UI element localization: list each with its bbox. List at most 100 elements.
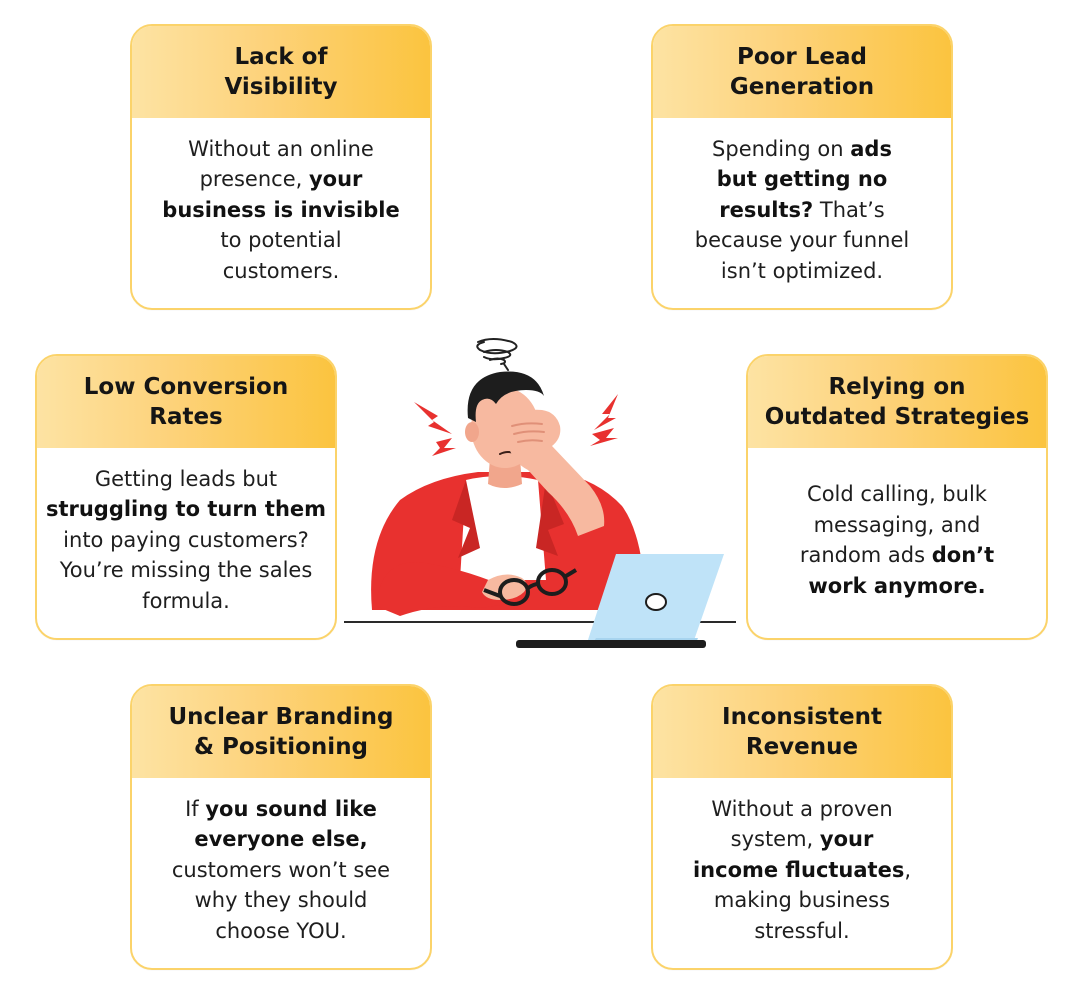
- body-text: customers.: [222, 258, 340, 283]
- glasses-icon: [483, 568, 578, 606]
- body-text: because your funnel: [694, 228, 910, 253]
- card-body-line: making business: [714, 885, 890, 916]
- card-title-line: Generation: [729, 74, 875, 100]
- emphasis-text: everyone else,: [194, 827, 368, 852]
- emphasis-text: struggling to turn them: [45, 497, 327, 522]
- card-body-line: Without a proven: [711, 794, 892, 825]
- stress-mark-left-icon: [414, 402, 456, 456]
- card-title-line: Unclear Branding: [168, 704, 394, 730]
- card-title-line: Outdated Strategies: [764, 404, 1030, 430]
- card-body: Getting leads but struggling to turn them…: [37, 448, 335, 638]
- emphasis-text: ads: [850, 136, 892, 161]
- hand-on-face: [506, 409, 605, 536]
- card-body-line: everyone else,: [194, 824, 367, 855]
- laptop-icon: [516, 554, 724, 648]
- card-unclear-branding-positioning: Unclear Branding & Positioning If you sou…: [130, 684, 432, 970]
- body-text: into paying customers?: [63, 527, 309, 552]
- emphasis-text: income fluctuates: [692, 857, 905, 882]
- card-title-line: Revenue: [745, 734, 859, 760]
- card-body-line: customers won’t see: [172, 855, 390, 886]
- card-body-line: Without an online: [188, 134, 374, 165]
- card-body-line: messaging, and: [814, 510, 981, 541]
- card-body-line: because your funnel: [695, 225, 909, 256]
- card-relying-on-outdated-strategies: Relying on Outdated Strategies Cold calli…: [746, 354, 1048, 640]
- card-body-line: presence, your: [200, 164, 363, 195]
- body-text: making business: [713, 888, 891, 913]
- card-body-line: into paying customers?: [63, 525, 309, 556]
- body-text: to potential: [220, 228, 342, 253]
- card-title-line: Poor Lead: [736, 44, 868, 70]
- dizzy-swirl-icon: [476, 338, 518, 371]
- card-body-line: customers.: [223, 256, 340, 287]
- stress-mark-right-icon: [590, 394, 618, 446]
- body-text: choose YOU.: [215, 918, 347, 943]
- card-body-line: why they should: [195, 885, 368, 916]
- card-title-line: Visibility: [224, 74, 338, 100]
- body-text: Getting leads but: [94, 466, 278, 491]
- card-body-line: income fluctuates,: [693, 855, 911, 886]
- card-header: Lack of Visibility: [132, 26, 430, 118]
- card-title-line: Relying on: [828, 374, 966, 400]
- body-text: formula.: [142, 588, 230, 613]
- card-body-line: business is invisible: [162, 195, 399, 226]
- body-text: isn’t optimized.: [720, 258, 884, 283]
- card-body-line: struggling to turn them: [46, 494, 326, 525]
- card-body-line: choose YOU.: [215, 916, 346, 947]
- card-body-line: Spending on ads: [712, 134, 892, 165]
- card-title-line: Rates: [149, 404, 223, 430]
- body-text: If: [185, 796, 206, 821]
- card-title-line: Inconsistent: [722, 704, 882, 730]
- emphasis-text: your: [308, 167, 363, 192]
- card-lack-of-visibility: Lack of Visibility Without an online prese…: [130, 24, 432, 310]
- card-body-line: results? That’s: [719, 195, 885, 226]
- card-body-line: You’re missing the sales: [60, 555, 313, 586]
- card-body-line: but getting no: [717, 164, 888, 195]
- stressed-person-illustration: [344, 338, 736, 648]
- card-body-line: Getting leads but: [95, 464, 277, 495]
- card-body-line: to potential: [220, 225, 341, 256]
- emphasis-text: but getting no: [716, 167, 888, 192]
- emphasis-text: don’t: [931, 543, 995, 567]
- body-text: random ads: [799, 543, 932, 567]
- card-body-line: random ads don’t: [800, 540, 994, 571]
- card-header: Unclear Branding & Positioning: [132, 686, 430, 778]
- body-text: You’re missing the sales: [59, 558, 313, 583]
- card-body: Cold calling, bulk messaging, and random a…: [748, 448, 1046, 638]
- body-text: system,: [730, 827, 820, 852]
- card-body-line: Cold calling, bulk: [807, 479, 987, 510]
- body-text: presence,: [199, 167, 309, 192]
- body-text: ,: [904, 857, 912, 882]
- card-header: Relying on Outdated Strategies: [748, 356, 1046, 448]
- card-body-line: isn’t optimized.: [721, 256, 883, 287]
- emphasis-text: your: [819, 827, 874, 852]
- card-title-line: Low Conversion: [83, 374, 289, 400]
- body-text: why they should: [194, 888, 368, 913]
- card-title-line: Lack of: [234, 44, 328, 70]
- body-text: Without a proven: [711, 796, 893, 821]
- emphasis-text: business is invisible: [162, 197, 400, 222]
- card-title-line: & Positioning: [193, 734, 369, 760]
- body-text: Spending on: [712, 136, 851, 161]
- emphasis-text: work anymore.: [808, 573, 986, 598]
- body-text: messaging, and: [813, 512, 981, 537]
- body-text: Without an online: [188, 136, 374, 161]
- body-text: Cold calling, bulk: [807, 482, 987, 506]
- card-body-line: If you sound like: [185, 794, 377, 825]
- emphasis-text: you sound like: [205, 796, 377, 821]
- emphasis-text: results?: [719, 197, 814, 222]
- card-body-line: stressful.: [754, 916, 849, 947]
- card-body-line: system, your: [731, 824, 874, 855]
- body-text: customers won’t see: [171, 857, 391, 882]
- body-text: That’s: [813, 197, 885, 222]
- card-body-line: formula.: [142, 586, 230, 617]
